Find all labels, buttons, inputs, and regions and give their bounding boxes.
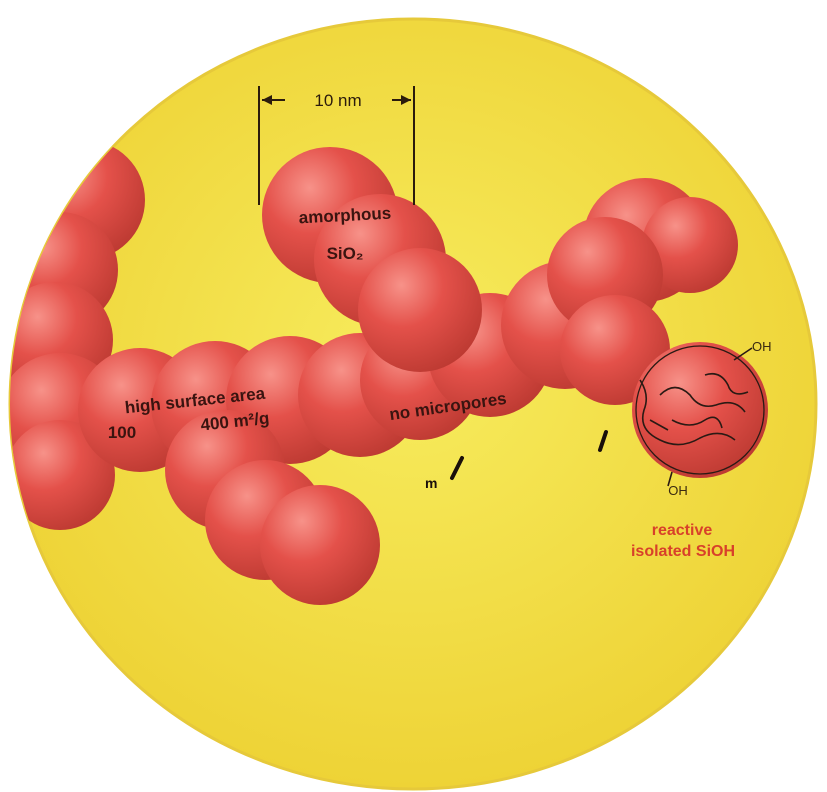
reactive-label: reactive — [612, 523, 752, 540]
sio2-label: SiO₂ — [300, 245, 390, 263]
isolated-sioh-label: isolated SiOH — [588, 544, 778, 561]
ml-mark: m — [425, 475, 437, 491]
surface-area-min: 100 — [92, 424, 152, 442]
oh-label-top: OH — [752, 340, 792, 354]
scale-label: 10 nm — [278, 92, 398, 110]
oh-label-bottom: OH — [658, 484, 698, 498]
